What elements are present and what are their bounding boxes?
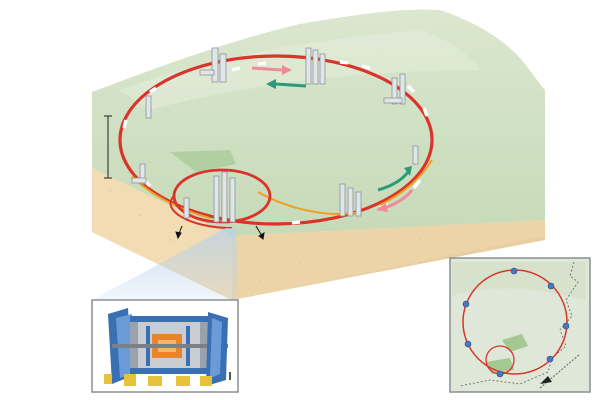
access-shaft-icon xyxy=(183,171,236,223)
arrow-teal-top-icon xyxy=(266,79,307,89)
depth-indicator xyxy=(104,115,112,179)
arrow-teal-right-icon xyxy=(377,166,412,192)
access-shafts xyxy=(131,47,419,223)
detector-callout-beam xyxy=(92,228,238,300)
site-map-icon xyxy=(459,261,581,389)
terrain-block xyxy=(92,9,545,300)
access-shaft-icon xyxy=(339,183,362,217)
particle-detector-icon xyxy=(104,308,231,386)
terrain-right-shade xyxy=(232,220,545,300)
access-shaft-icon xyxy=(412,145,419,165)
access-shaft-icon xyxy=(145,95,152,119)
access-shaft-icon xyxy=(383,73,406,105)
arrow-pink-top-icon xyxy=(251,65,292,75)
map-terrain-shade xyxy=(452,262,586,300)
site-map-inset xyxy=(449,257,591,393)
arrow-pink-right-icon xyxy=(376,189,414,212)
access-shaft-icon xyxy=(199,47,227,83)
site-area xyxy=(170,150,236,172)
detector-inset xyxy=(91,299,239,393)
terrain-highlight xyxy=(120,30,480,110)
map-markers xyxy=(462,267,570,378)
map-pointer-icon xyxy=(540,376,552,384)
access-shaft-icon xyxy=(305,47,326,85)
pointer-arrows xyxy=(175,225,265,240)
beam-direction-arrows xyxy=(251,65,414,212)
access-shaft-icon xyxy=(131,163,147,185)
